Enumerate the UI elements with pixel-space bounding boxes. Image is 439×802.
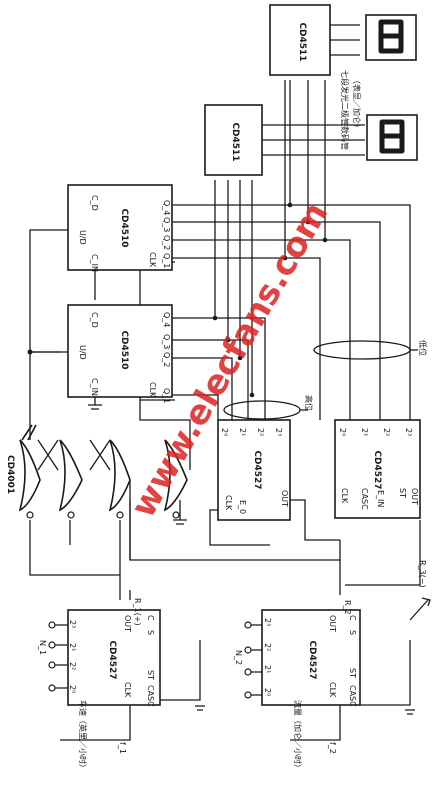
f2-label: f_2 xyxy=(328,742,337,754)
svg-text:OUT: OUT xyxy=(123,615,132,632)
cd4510-lower: CD4510 U/D C_D C_IN CLK Q_4 Q_3 Q_2 Q_1 xyxy=(67,304,173,403)
svg-text:CASC: CASC xyxy=(146,685,155,707)
svg-text:U/D: U/D xyxy=(78,345,87,360)
cd4527-n1: CD4527 2³ 2¹ 2² 2⁰ OUT CLK C S ST CASC N… xyxy=(38,609,161,707)
r1-label: R_1(+) xyxy=(133,598,142,626)
svg-text:CLK: CLK xyxy=(224,495,233,511)
svg-text:CD4510: CD4510 xyxy=(119,330,129,369)
svg-text:ST: ST xyxy=(348,668,357,678)
r3-label: R_3(−) xyxy=(418,560,427,588)
svg-text:Q_3: Q_3 xyxy=(162,217,171,232)
svg-text:CLK: CLK xyxy=(328,682,337,698)
svg-text:C_IN: C_IN xyxy=(90,254,99,272)
svg-text:N_2: N_2 xyxy=(234,650,243,665)
svg-text:Q_3: Q_3 xyxy=(162,334,171,349)
svg-text:2⁰: 2⁰ xyxy=(220,428,229,436)
svg-text:2¹: 2¹ xyxy=(68,643,77,651)
svg-text:CLK: CLK xyxy=(148,382,157,398)
input-flow-label: 流量（加仑／小时） xyxy=(293,700,303,772)
input-speed-label: 车速（英里／小时） xyxy=(78,700,88,772)
svg-text:CD4511: CD4511 xyxy=(230,122,240,161)
svg-text:OUT: OUT xyxy=(328,615,337,632)
svg-text:CD4527: CD4527 xyxy=(107,640,117,679)
svg-text:CASC: CASC xyxy=(360,488,369,510)
svg-text:2¹: 2¹ xyxy=(263,665,272,673)
high-digit-label: 高位 xyxy=(304,395,314,411)
svg-text:2²: 2² xyxy=(382,428,391,436)
svg-text:2²: 2² xyxy=(256,428,265,436)
svg-text:CD4527: CD4527 xyxy=(307,640,317,679)
f1-label: f_1 xyxy=(118,742,127,754)
svg-text:CLK: CLK xyxy=(340,488,349,504)
svg-text:2⁰: 2⁰ xyxy=(338,428,347,436)
annotations: 七段发光二极管数码管 （表显／加仑） 高位 低位 R_1(+) R_2 R_3(… xyxy=(78,70,428,772)
svg-text:2²: 2² xyxy=(263,643,272,651)
cd4511-mid: CD4511 xyxy=(204,104,263,176)
svg-text:C: C xyxy=(348,615,357,621)
svg-text:2⁰: 2⁰ xyxy=(68,685,77,693)
svg-text:E_IN: E_IN xyxy=(376,490,385,507)
cd4527-low: CD4527 2⁰ 2¹ 2² 2³ CLK CASC E_IN ST OUT xyxy=(334,419,421,519)
svg-text:E_0: E_0 xyxy=(238,500,247,514)
svg-text:2³: 2³ xyxy=(263,618,272,626)
svg-text:CLK: CLK xyxy=(123,682,132,698)
cd4527-high: CD4527 2⁰ 2¹ 2² 2³ CLK E_0 OUT xyxy=(217,419,291,521)
svg-text:C_D: C_D xyxy=(90,195,99,211)
svg-text:Q_2: Q_2 xyxy=(162,352,171,367)
svg-text:Q_1: Q_1 xyxy=(162,388,171,403)
svg-text:S: S xyxy=(146,630,155,635)
svg-text:CD4527: CD4527 xyxy=(372,450,382,489)
svg-text:2²: 2² xyxy=(68,662,77,670)
svg-text:C: C xyxy=(146,615,155,621)
svg-text:CD4511: CD4511 xyxy=(297,22,307,61)
low-digit-label: 低位 xyxy=(418,340,428,356)
svg-text:2³: 2³ xyxy=(274,428,283,436)
svg-text:2¹: 2¹ xyxy=(238,428,247,436)
seven-segment-display-top xyxy=(365,14,417,61)
svg-text:S: S xyxy=(348,630,357,635)
svg-text:Q_2: Q_2 xyxy=(162,235,171,250)
cd4001-gates: CD4001 xyxy=(5,424,188,519)
svg-text:ST: ST xyxy=(398,488,407,498)
svg-text:C_IN: C_IN xyxy=(90,378,99,396)
r2-label: R_2 xyxy=(343,600,352,615)
svg-text:2¹: 2¹ xyxy=(360,428,369,436)
svg-text:2⁰: 2⁰ xyxy=(263,688,272,696)
cd4510-upper: CD4510 U/D C_D C_IN CLK Q_4 Q_3 Q_2 Q_1 xyxy=(67,184,173,272)
mode-label: （表显／加仑） xyxy=(352,76,362,132)
cd4527-n2: CD4527 2³ 2² 2¹ 2⁰ OUT CLK C S ST CASC N… xyxy=(234,609,361,707)
svg-text:CASC: CASC xyxy=(348,685,357,707)
svg-text:2³: 2³ xyxy=(68,620,77,628)
svg-text:OUT: OUT xyxy=(410,488,419,505)
svg-text:CD4527: CD4527 xyxy=(252,450,262,489)
svg-text:CD4510: CD4510 xyxy=(119,208,129,247)
svg-text:ST: ST xyxy=(146,670,155,680)
svg-text:2³: 2³ xyxy=(404,428,413,436)
svg-text:Q_4: Q_4 xyxy=(162,312,171,327)
svg-text:N_1: N_1 xyxy=(38,640,47,655)
svg-text:U/D: U/D xyxy=(78,230,87,245)
seven-segment-display-bottom xyxy=(366,114,418,161)
wiring xyxy=(27,24,431,741)
svg-text:OUT: OUT xyxy=(280,490,289,507)
svg-text:CD4001: CD4001 xyxy=(5,455,15,494)
display-label: 七段发光二极管数码管 xyxy=(340,70,350,150)
svg-text:CLK: CLK xyxy=(148,252,157,268)
svg-text:Q_1: Q_1 xyxy=(162,253,171,268)
svg-text:Q_4: Q_4 xyxy=(162,200,171,215)
svg-text:C_D: C_D xyxy=(90,312,99,328)
cd4511-top: CD4511 xyxy=(269,4,331,76)
